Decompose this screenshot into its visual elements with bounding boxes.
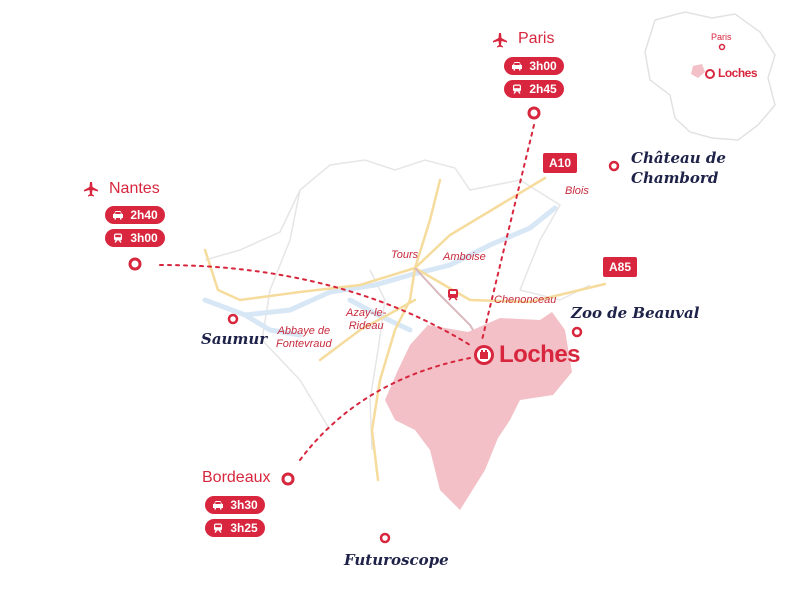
beauval-dot: [571, 326, 583, 338]
bordeaux-dot: [281, 472, 295, 486]
paris-label: Paris: [518, 30, 555, 47]
road-a10: A10: [543, 153, 578, 173]
roads: [203, 176, 607, 482]
plane-icon: [84, 182, 98, 197]
paris-train-time: 2h45: [504, 80, 564, 98]
amboise-label: Amboise: [443, 251, 486, 263]
loches-label: Loches: [499, 341, 581, 368]
department-borders: [204, 159, 591, 451]
car-icon: [113, 211, 124, 220]
plane-icon: [493, 33, 507, 48]
nantes-car-time: 2h40: [105, 206, 165, 224]
inset-france-map: [644, 11, 776, 141]
tours-label: Tours: [391, 249, 419, 261]
paris-car-time: 3h00: [504, 57, 564, 75]
location-dots: [128, 106, 620, 544]
train-station-icon: [448, 289, 458, 301]
saumur-dot: [227, 313, 239, 325]
chambord-dot: [608, 160, 620, 172]
inset-paris-label: Paris: [711, 32, 732, 42]
nantes-label: Nantes: [109, 180, 160, 197]
road-a85: A85: [603, 257, 638, 277]
rivers: [202, 205, 558, 338]
azay-label: Azay-le- Rideau: [346, 307, 387, 332]
bordeaux-label: Bordeaux: [202, 469, 271, 486]
beauval-label: Zoo de Beauval: [571, 304, 700, 322]
route-lines: [159, 124, 535, 461]
chambord-label: Château de Chambord: [631, 149, 726, 187]
car-icon: [512, 62, 523, 71]
blois-label: Blois: [565, 185, 589, 197]
nantes-train-time: 3h00: [105, 229, 165, 247]
train-icon: [114, 233, 123, 243]
futuroscope-label: Futuroscope: [344, 551, 449, 569]
inset-loches-label: Loches: [718, 66, 758, 80]
bordeaux-car-time: 3h30: [205, 496, 265, 514]
car-icon: [213, 501, 224, 510]
fontevraud-label: Abbaye de Fontevraud: [276, 325, 332, 350]
saumur-label: Saumur: [201, 330, 268, 348]
inset-paris-dot: [718, 43, 726, 51]
nantes-dot: [128, 257, 142, 271]
train-icon: [214, 523, 223, 533]
train-icon: [513, 84, 522, 94]
paris-dot: [527, 106, 541, 120]
futuroscope-dot: [379, 532, 391, 544]
chenonceau-label: Chenonceau: [494, 294, 557, 306]
bordeaux-train-time: 3h25: [205, 519, 265, 537]
loches-region: [385, 312, 572, 510]
castle-icon: [474, 345, 494, 365]
inset-region: [691, 64, 705, 78]
